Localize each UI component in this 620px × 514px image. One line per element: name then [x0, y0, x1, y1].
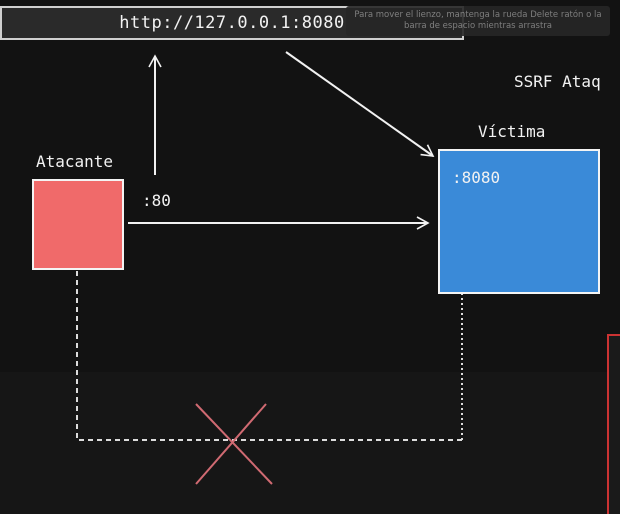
offscreen-shape-edge: [607, 334, 620, 514]
victim-node[interactable]: [438, 149, 600, 294]
victim-port-label: :8080: [452, 168, 501, 187]
port-80-label: :80: [142, 191, 171, 210]
blocked-cross-stroke-2: [195, 403, 267, 485]
attacker-node[interactable]: [32, 179, 124, 270]
victim-label: Víctima: [478, 122, 546, 141]
canvas-lower-region: [0, 372, 620, 514]
blocked-path-dashed: [76, 271, 462, 441]
blocked-cross-stroke-1: [195, 403, 273, 485]
canvas-hint-tooltip: Para mover el lienzo, mantenga la rueda …: [346, 6, 610, 36]
attacker-label: Atacante: [36, 152, 114, 171]
arrow-url-to-victim: [285, 51, 435, 157]
diagram-title: SSRF Ataq: [514, 72, 601, 91]
